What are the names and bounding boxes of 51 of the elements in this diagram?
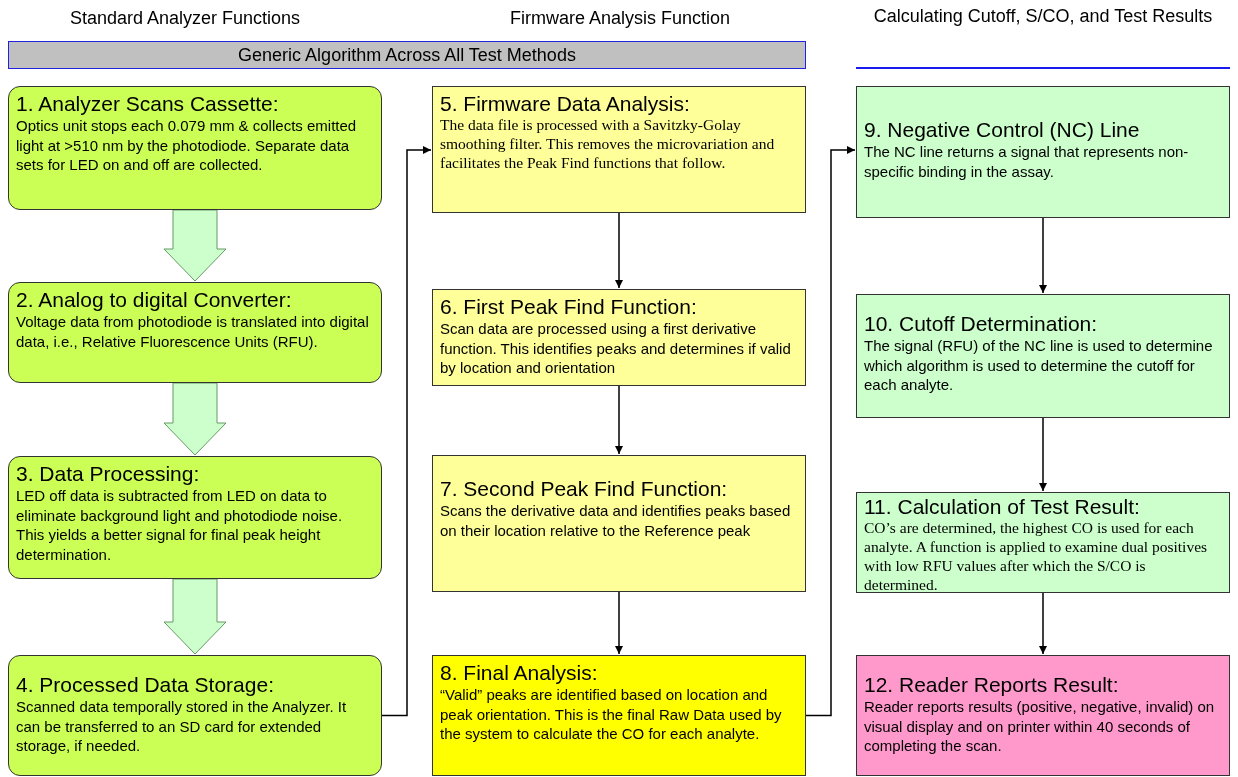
process-box: [8, 456, 382, 579]
block-arrow: [163, 382, 227, 456]
block-arrow: [163, 578, 227, 655]
step-title: 12. Reader Reports Result:: [864, 672, 1119, 698]
arrow: [615, 591, 623, 655]
step-description: Voltage data from photodiode is translated into digital data, i.e., Relative Fluorescence Units (RFU).: [16, 312, 370, 352]
step-title: 8. Final Analysis:: [440, 660, 598, 686]
process-box: [432, 655, 806, 776]
process-box: [856, 86, 1230, 218]
process-box: [856, 655, 1230, 776]
step-title: 1. Analyzer Scans Cassette:: [16, 91, 279, 117]
step-description: Reader reports results (positive, negative, invalid) on visual display and on printer within 40 seconds of completing the scan.: [864, 697, 1216, 756]
process-box: [432, 455, 806, 592]
arrow: [381, 146, 432, 717]
step-title: 7. Second Peak Find Function:: [440, 476, 728, 502]
process-box: [8, 655, 382, 776]
column-heading: Standard Analyzer Functions: [68, 7, 302, 30]
step-title: 5. Firmware Data Analysis:: [440, 91, 690, 117]
step-title: 10. Cutoff Determination:: [864, 311, 1098, 337]
block-arrow: [163, 209, 227, 282]
step-title: 2. Analog to digital Converter:: [16, 287, 292, 313]
arrow: [1039, 217, 1047, 294]
step-title: 4. Processed Data Storage:: [16, 672, 274, 698]
column-heading: Calculating Cutoff, S/CO, and Test Results: [872, 5, 1214, 28]
banner: Generic Algorithm Across All Test Methods: [8, 41, 806, 69]
step-title: 9. Negative Control (NC) Line: [864, 117, 1140, 143]
arrow: [615, 212, 623, 289]
column-heading: Firmware Analysis Function: [508, 7, 732, 30]
step-description: “Valid” peaks are identified based on location and peak orientation. This is the final Raw Data used by the system to calculate the CO for each analyte.: [440, 685, 783, 744]
process-box: [432, 86, 806, 213]
step-title: 11. Calculation of Test Result:: [864, 494, 1140, 520]
process-box: [8, 282, 382, 383]
step-description: Scan data are processed using a first derivative function. This identifies peaks and determines if valid by location and orientation: [440, 319, 792, 378]
arrow: [1039, 417, 1047, 492]
step-title: 6. First Peak Find Function:: [440, 294, 697, 320]
process-box: [856, 492, 1230, 593]
step-description: Optics unit stops each 0.079 mm & collects emitted light at >510 nm by the photodiode. Separate data sets for LED on and off are collected.: [16, 116, 358, 175]
step-description: CO’s are determined, the highest CO is used for each analyte. A function is applied to examine dual positives with low RFU values after which the S/CO is determined.: [864, 519, 1209, 595]
step-title: 3. Data Processing:: [16, 461, 200, 487]
process-box: [856, 294, 1230, 418]
arrow: [615, 385, 623, 455]
arrow: [1039, 592, 1047, 655]
step-description: The NC line returns a signal that represents non-specific binding in the assay.: [864, 142, 1190, 182]
process-box: [8, 86, 382, 210]
step-description: LED off data is subtracted from LED on data to eliminate background light and photodiode noise. This yields a better signal for final peak height determination.: [16, 486, 344, 565]
step-description: Scanned data temporally stored in the Analyzer. It can be transferred to an SD card for extended storage, if needed.: [16, 697, 348, 756]
step-description: Scans the derivative data and identifies peaks based on their location relative to the Reference peak: [440, 501, 792, 541]
step-description: The data file is processed with a Savitzky-Golay smoothing filter. This removes the microvariation and facilitates the Peak Find functions that follow.: [440, 116, 776, 173]
process-box: [432, 289, 806, 386]
arrow: [805, 146, 856, 717]
step-description: The signal (RFU) of the NC line is used to determine which algorithm is used to determine the cutoff for each analyte.: [864, 336, 1214, 395]
